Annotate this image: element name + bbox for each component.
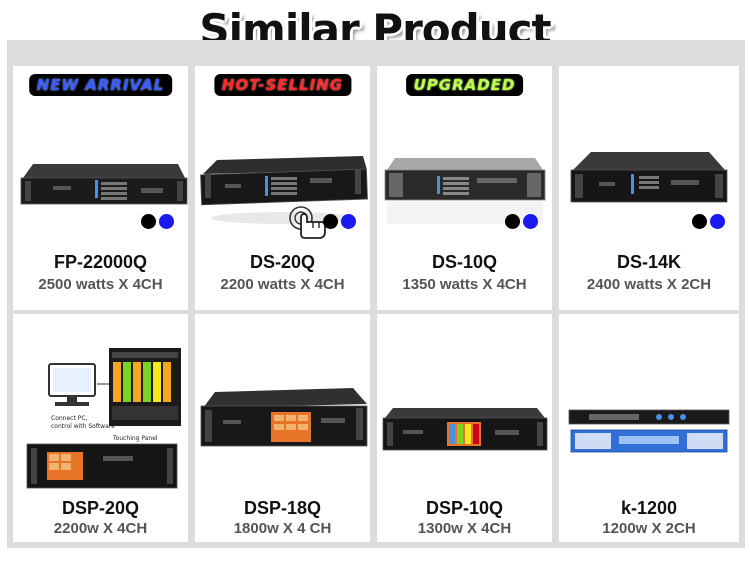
amplifier-with-software-image: Connect PC, control with Software Touchi… xyxy=(26,348,181,489)
color-options xyxy=(320,214,356,230)
model-spec: 1800w X 4 CH xyxy=(233,520,332,537)
amplifier-image xyxy=(382,408,548,451)
model-spec: 2200w X 4CH xyxy=(53,520,148,537)
model-name: DSP-18Q xyxy=(243,498,322,518)
color-dot-black[interactable] xyxy=(505,214,520,229)
product-card-ds-14k[interactable]: DS-14K 2400 watts X 2CH xyxy=(559,66,739,310)
color-dot-blue[interactable] xyxy=(159,214,174,229)
model-spec: 2500 watts X 4CH xyxy=(38,276,163,293)
image-caption-1: Connect PC, xyxy=(51,415,88,422)
model-spec: 2200 watts X 4CH xyxy=(220,276,345,293)
image-caption-3: Touching Panel xyxy=(112,435,158,442)
product-card-k-1200[interactable]: k-1200 1200w X 2CH xyxy=(559,314,739,542)
model-name: k-1200 xyxy=(620,498,678,518)
model-spec: 2400 watts X 2CH xyxy=(586,276,712,293)
product-card-ds-10q[interactable]: UPGRADED DS-10Q 1350 watts X 4CH xyxy=(377,66,552,310)
color-dot-blue[interactable] xyxy=(341,214,356,229)
product-card-fp-22000q[interactable]: NEW ARRIVAL FP-22000Q 2500 watts X 4CH xyxy=(13,66,188,310)
model-spec: 1300w X 4CH xyxy=(417,520,512,537)
new-arrival-badge: NEW ARRIVAL xyxy=(28,74,173,96)
computer-icon xyxy=(48,363,96,406)
amplifier-image xyxy=(20,164,188,205)
image-caption-2: control with Software xyxy=(51,423,115,430)
amplifier-image xyxy=(200,388,368,447)
model-name: FP-22000Q xyxy=(53,252,148,272)
model-name: DS-14K xyxy=(616,252,682,272)
model-spec: 1200w X 2CH xyxy=(602,520,696,537)
color-dot-black[interactable] xyxy=(323,214,338,229)
color-dot-black[interactable] xyxy=(692,214,707,229)
amplifier-image xyxy=(570,152,728,203)
model-name: DS-20Q xyxy=(249,252,316,272)
product-card-dsp-10q[interactable]: DSP-10Q 1300w X 4CH xyxy=(377,314,552,542)
product-card-dsp-20q[interactable]: Connect PC, control with Software Touchi… xyxy=(13,314,188,542)
color-dot-black[interactable] xyxy=(141,214,156,229)
color-dot-blue[interactable] xyxy=(523,214,538,229)
amplifier-image xyxy=(568,409,730,453)
product-card-dsp-18q[interactable]: DSP-18Q 1800w X 4 CH xyxy=(195,314,370,542)
amplifier-image xyxy=(200,156,368,224)
model-spec: 1350 watts X 4CH xyxy=(402,276,527,293)
hand-pointer-icon xyxy=(289,206,326,239)
amplifier-image xyxy=(384,158,546,224)
model-name: DSP-20Q xyxy=(61,498,140,518)
hot-selling-badge: HOT-SELLING xyxy=(213,74,352,96)
color-options xyxy=(689,214,725,230)
model-name: DSP-10Q xyxy=(425,498,504,518)
color-dot-blue[interactable] xyxy=(710,214,725,229)
color-options xyxy=(502,214,538,230)
color-options xyxy=(138,214,174,230)
model-name: DS-10Q xyxy=(431,252,498,272)
upgraded-badge: UPGRADED xyxy=(405,74,524,96)
product-grid: NEW ARRIVAL FP-22000Q 2500 watts X 4CH H… xyxy=(7,40,745,548)
product-card-ds-20q[interactable]: HOT-SELLING DS-20Q 2200 watts xyxy=(195,66,370,310)
